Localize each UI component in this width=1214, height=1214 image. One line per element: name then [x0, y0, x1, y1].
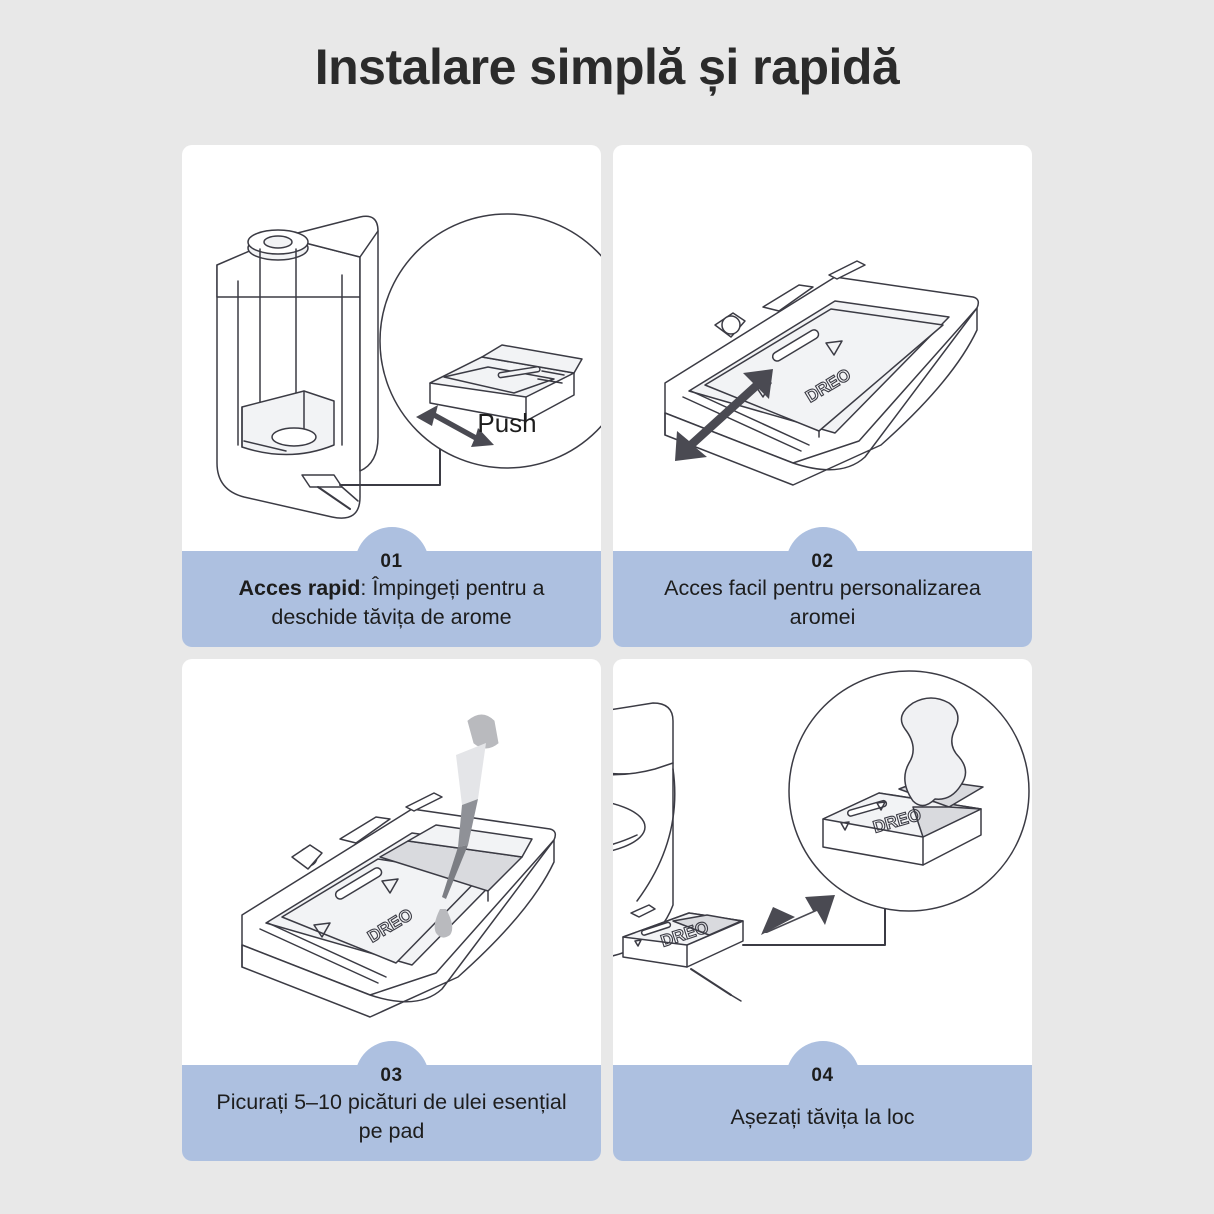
aroma-tray-small: DREO — [622, 904, 744, 1002]
caption-text-03: Picurați 5–10 picături de ulei esențial … — [216, 1090, 567, 1143]
step-card-04: DREO — [613, 659, 1032, 1161]
caption-lead-01: Acces rapid — [238, 576, 361, 601]
step-card-02: DREO 02 Acces facil — [613, 145, 1032, 647]
steps-grid: Push 01 Acces rapid: Împingeți pentru a … — [182, 145, 1032, 1161]
callout-leader-line — [339, 442, 441, 486]
push-double-arrow — [416, 405, 494, 447]
humidifier-base — [613, 702, 676, 957]
step-card-01: Push 01 Acces rapid: Împingeți pentru a … — [182, 145, 601, 647]
caption-band-03: 03 Picurați 5–10 picături de ulei esenți… — [182, 1041, 601, 1161]
illustration-dropper-on-pad: DREO — [182, 659, 601, 1065]
step-number-02: 02 — [811, 551, 834, 572]
dropper-icon — [434, 714, 499, 938]
step-number-03: 03 — [380, 1065, 403, 1086]
step-card-03: DREO — [182, 659, 601, 1161]
illustration-humidifier-push: Push — [182, 145, 601, 551]
step-number-01: 01 — [380, 551, 403, 572]
aroma-tray-open: DREO — [241, 792, 557, 1018]
insert-arrow — [761, 895, 835, 935]
humidifier-body — [216, 215, 379, 519]
illustration-aroma-tray-slide: DREO — [613, 145, 1032, 551]
step-number-04: 04 — [811, 1065, 834, 1086]
aroma-tray: DREO — [664, 260, 980, 486]
push-label: Push — [477, 408, 536, 438]
caption-band-01: 01 Acces rapid: Împingeți pentru a desch… — [182, 527, 601, 647]
caption-sep-01: : — [360, 576, 373, 601]
page-title: Instalare simplă și rapidă — [314, 39, 900, 95]
illustration-insert-tray-mist: DREO — [613, 659, 1032, 1065]
caption-rest-01: Împingeți pentru a deschide tăvița de ar… — [271, 576, 545, 629]
caption-band-02: 02 Acces facil pentru personalizarea aro… — [613, 527, 1032, 647]
caption-text-04: Așezați tăvița la loc — [730, 1104, 915, 1129]
mist-vapor — [900, 697, 967, 807]
caption-text-02: Acces facil pentru personalizarea aromei — [664, 576, 981, 629]
caption-text-01: Acces rapid: Împingeți pentru a deschide… — [208, 574, 575, 631]
slide-double-arrow — [675, 369, 773, 461]
caption-band-04: 04 Așezați tăvița la loc — [613, 1041, 1032, 1161]
step-badge-01: 01 — [354, 527, 429, 575]
push-callout: Push — [379, 213, 601, 469]
mist-callout: DREO — [788, 670, 1030, 912]
